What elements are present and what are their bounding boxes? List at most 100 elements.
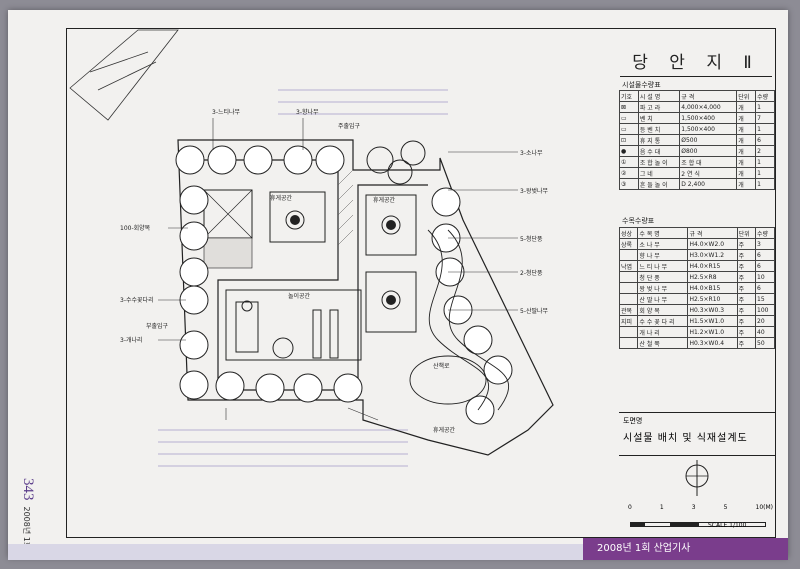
table-cell: 수량 [755,90,775,102]
rest-spaces [225,191,417,361]
table-cell: 40 [755,326,775,338]
table-cell: 산 철 쭉 [637,337,689,349]
label-tree9: 3-개나리 [120,336,143,344]
label-tree7: 100-회양목 [120,224,151,232]
table-cell: 주 [736,271,757,283]
table-cell: 산 딸 나 무 [637,293,689,305]
table-cell: H4.0×B15 [687,282,738,294]
scale-tick: 0 [628,504,632,511]
scale-tick: 5 [723,504,728,511]
table-cell: 2 [755,145,775,157]
table-cell: H3.0×W1.2 [687,249,738,261]
table-cell: H1.2×W1.0 [687,326,738,338]
label-tree4: 3-왕벚나무 [520,187,549,195]
table-cell: 6 [755,134,775,146]
table-cell: 주 [736,260,757,272]
scale-ticks: 0 1 3 5 10(M) [628,504,773,511]
table-cell: 기호 [619,90,639,102]
label-play-area: 놀이공간 [288,292,311,300]
label-entrance: 주출입구 [338,122,361,130]
book-page: 3432008년 1회 [8,10,788,560]
tree-canopy [431,187,461,217]
table-cell: 지피 [618,315,639,327]
hatching [337,169,354,246]
table-cell: 낙엽 [618,260,639,272]
tree-canopy [243,145,273,175]
table-cell: 3 [755,238,775,250]
table-cell: 10 [755,271,775,283]
table-cell: 청 단 풍 [637,271,689,283]
table-cell: 회 양 목 [637,304,689,316]
table-cell: ⊡ [619,134,639,146]
play-equipment [235,300,339,359]
table-cell: ① [619,156,639,168]
site-plan: 3-느티나무 3-향나무 주출입구 3-소나무 3-왕벚나무 5-청단풍 2-청… [69,29,554,467]
table-cell: 향 나 무 [637,249,689,261]
table-cell: 단위 [736,90,757,102]
table-cell: 1 [755,101,775,113]
drawing-name-value: 시설물 배치 및 식재설계도 [623,433,748,444]
tree-canopy [179,185,209,215]
label-tree1: 3-느티나무 [212,108,241,116]
label-tree2: 5-산딸나무 [520,307,549,315]
tree-canopy [179,330,209,360]
tree-canopy [179,370,209,400]
pergola-area [203,189,253,269]
leader-lines [158,118,518,421]
table-cell: 15 [755,293,775,305]
tree-canopies [175,145,513,425]
table-cell: 관목 [618,304,639,316]
table-cell: 주 [736,238,757,250]
facility-heading: 시설물수량표 [622,81,661,89]
north-arrow-icon [685,460,709,496]
table-cell: 주 [736,304,757,316]
table-cell: 조 합 대 [679,156,738,168]
label-tree3: 3-소나무 [520,149,543,157]
tree-canopy [255,373,285,403]
label-bench-area: 휴게공간 [270,194,293,202]
table-cell: 7 [755,112,775,124]
table-cell: H0.3×W0.4 [687,337,738,349]
table-cell: 소 나 무 [637,238,689,250]
table-cell: 벤 치 [637,112,681,124]
tree-canopy [207,145,237,175]
tree-canopy [315,145,345,175]
label-rest-area: 휴게공간 [373,196,396,204]
table-cell: H0.3×W0.3 [687,304,738,316]
label-tree5: 5-청단풍 [520,235,543,243]
table-cell: H2.5×R8 [687,271,738,283]
table-cell: Ø800 [679,145,738,157]
table-cell: 개 [736,123,757,135]
pine-symbols [366,140,426,185]
table-cell: Ø500 [679,134,738,146]
tree-canopy [283,145,313,175]
table-cell: 2 연 식 [679,167,738,179]
table-cell: 음 수 대 [637,145,681,157]
table-cell: 6 [755,249,775,261]
table-cell: ▭ [619,123,639,135]
site-boundary [177,139,554,456]
table-cell: 6 [755,260,775,272]
table-cell: H1.5×W1.0 [687,315,738,327]
scale-tick: 3 [691,504,696,511]
table-cell: 개 [736,167,757,179]
table-cell: 1 [755,178,775,190]
table-cell: 파 고 라 [637,101,681,113]
table-cell: 규 격 [687,227,738,239]
plant-heading: 수목수량표 [622,217,655,225]
table-cell: 4,000×4,000 [679,101,738,113]
table-cell [618,293,639,305]
table-cell: 휴 지 통 [637,134,681,146]
